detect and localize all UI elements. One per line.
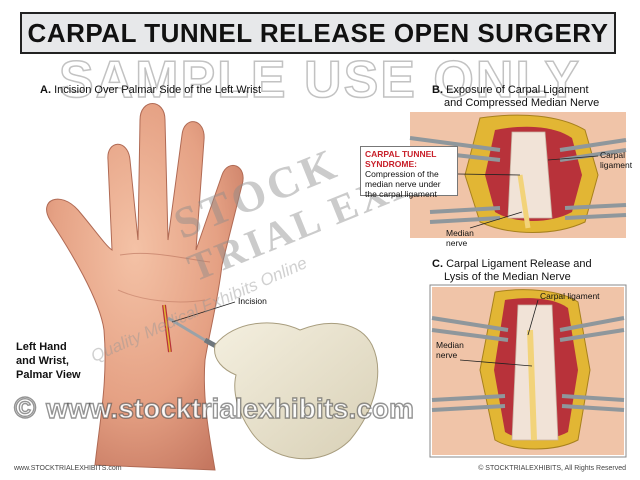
syndrome-title-line2: SYNDROME: <box>365 159 417 169</box>
syndrome-title-line1: CARPAL TUNNEL <box>365 149 437 159</box>
view-label: Left Hand and Wrist, Palmar View <box>16 340 81 382</box>
median-nerve-label-c-line1: Median <box>436 340 464 350</box>
carpal-ligament-label-c: Carpal ligament <box>540 291 600 301</box>
syndrome-text-line2: median nerve under <box>365 179 441 189</box>
carpal-ligament-b <box>507 131 553 219</box>
median-nerve-b <box>517 174 531 229</box>
view-label-line3: Palmar View <box>16 369 81 381</box>
panel-c-title: C. Carpal Ligament Release and Lysis of … <box>432 258 592 284</box>
footer-right: © STOCKTRIALEXHIBITS, All Rights Reserve… <box>478 465 626 472</box>
panel-b-title-line2: and Compressed Median Nerve <box>444 97 600 109</box>
syndrome-text-line3: the carpal ligament <box>365 189 437 199</box>
incision-label: Incision <box>238 296 267 306</box>
syndrome-callout: CARPAL TUNNEL SYNDROME: Compression of t… <box>360 146 458 199</box>
hand-shape <box>46 103 244 471</box>
footer-left: www.STOCKTRIALEXHIBITS.com <box>14 465 122 472</box>
median-nerve-label-b-line1: Median <box>446 228 474 238</box>
median-nerve-label-c-line2: nerve <box>436 350 458 360</box>
view-label-line2: and Wrist, <box>16 355 69 367</box>
carpal-ligament-label-b-line1: Carpal <box>600 150 626 160</box>
panel-c-title-line2: Lysis of the Median Nerve <box>444 271 571 283</box>
title-banner: CARPAL TUNNEL RELEASE OPEN SURGERY <box>20 12 616 54</box>
panel-b-letter: B. <box>432 84 443 96</box>
copyright-icon: © <box>13 391 37 425</box>
carpal-ligament-c <box>511 304 559 441</box>
panel-b-title-line1: Exposure of Carpal Ligament <box>446 84 589 96</box>
gloved-hand <box>214 322 379 460</box>
panel-c-letter: C. <box>432 258 443 270</box>
panel-c-title-line1: Carpal Ligament Release and <box>446 258 592 270</box>
sample-watermark: SAMPLE USE ONLY <box>58 50 582 110</box>
panel-a-title: A. Incision Over Palmar Side of the Left… <box>40 84 261 97</box>
url-watermark: ©www.stocktrialexhibits.com <box>13 391 414 426</box>
url-watermark-text: www.stocktrialexhibits.com <box>45 392 414 424</box>
page-title: CARPAL TUNNEL RELEASE OPEN SURGERY <box>27 18 609 48</box>
view-label-line1: Left Hand <box>16 341 67 353</box>
median-nerve-label-b: Median nerve <box>446 228 474 248</box>
panel-a-title-text: Incision Over Palmar Side of the Left Wr… <box>54 84 262 96</box>
syndrome-text-line1: Compression of the <box>365 169 439 179</box>
carpal-ligament-label-b-line2: ligament <box>600 160 633 170</box>
panel-a-letter: A. <box>40 84 51 96</box>
median-nerve-label-b-line2: nerve <box>446 238 468 248</box>
median-nerve-label-c: Median nerve <box>436 340 464 360</box>
median-nerve-c <box>527 329 537 441</box>
panel-b-title: B. Exposure of Carpal Ligament and Compr… <box>432 84 599 110</box>
carpal-ligament-label-b: Carpal ligament <box>600 150 632 170</box>
